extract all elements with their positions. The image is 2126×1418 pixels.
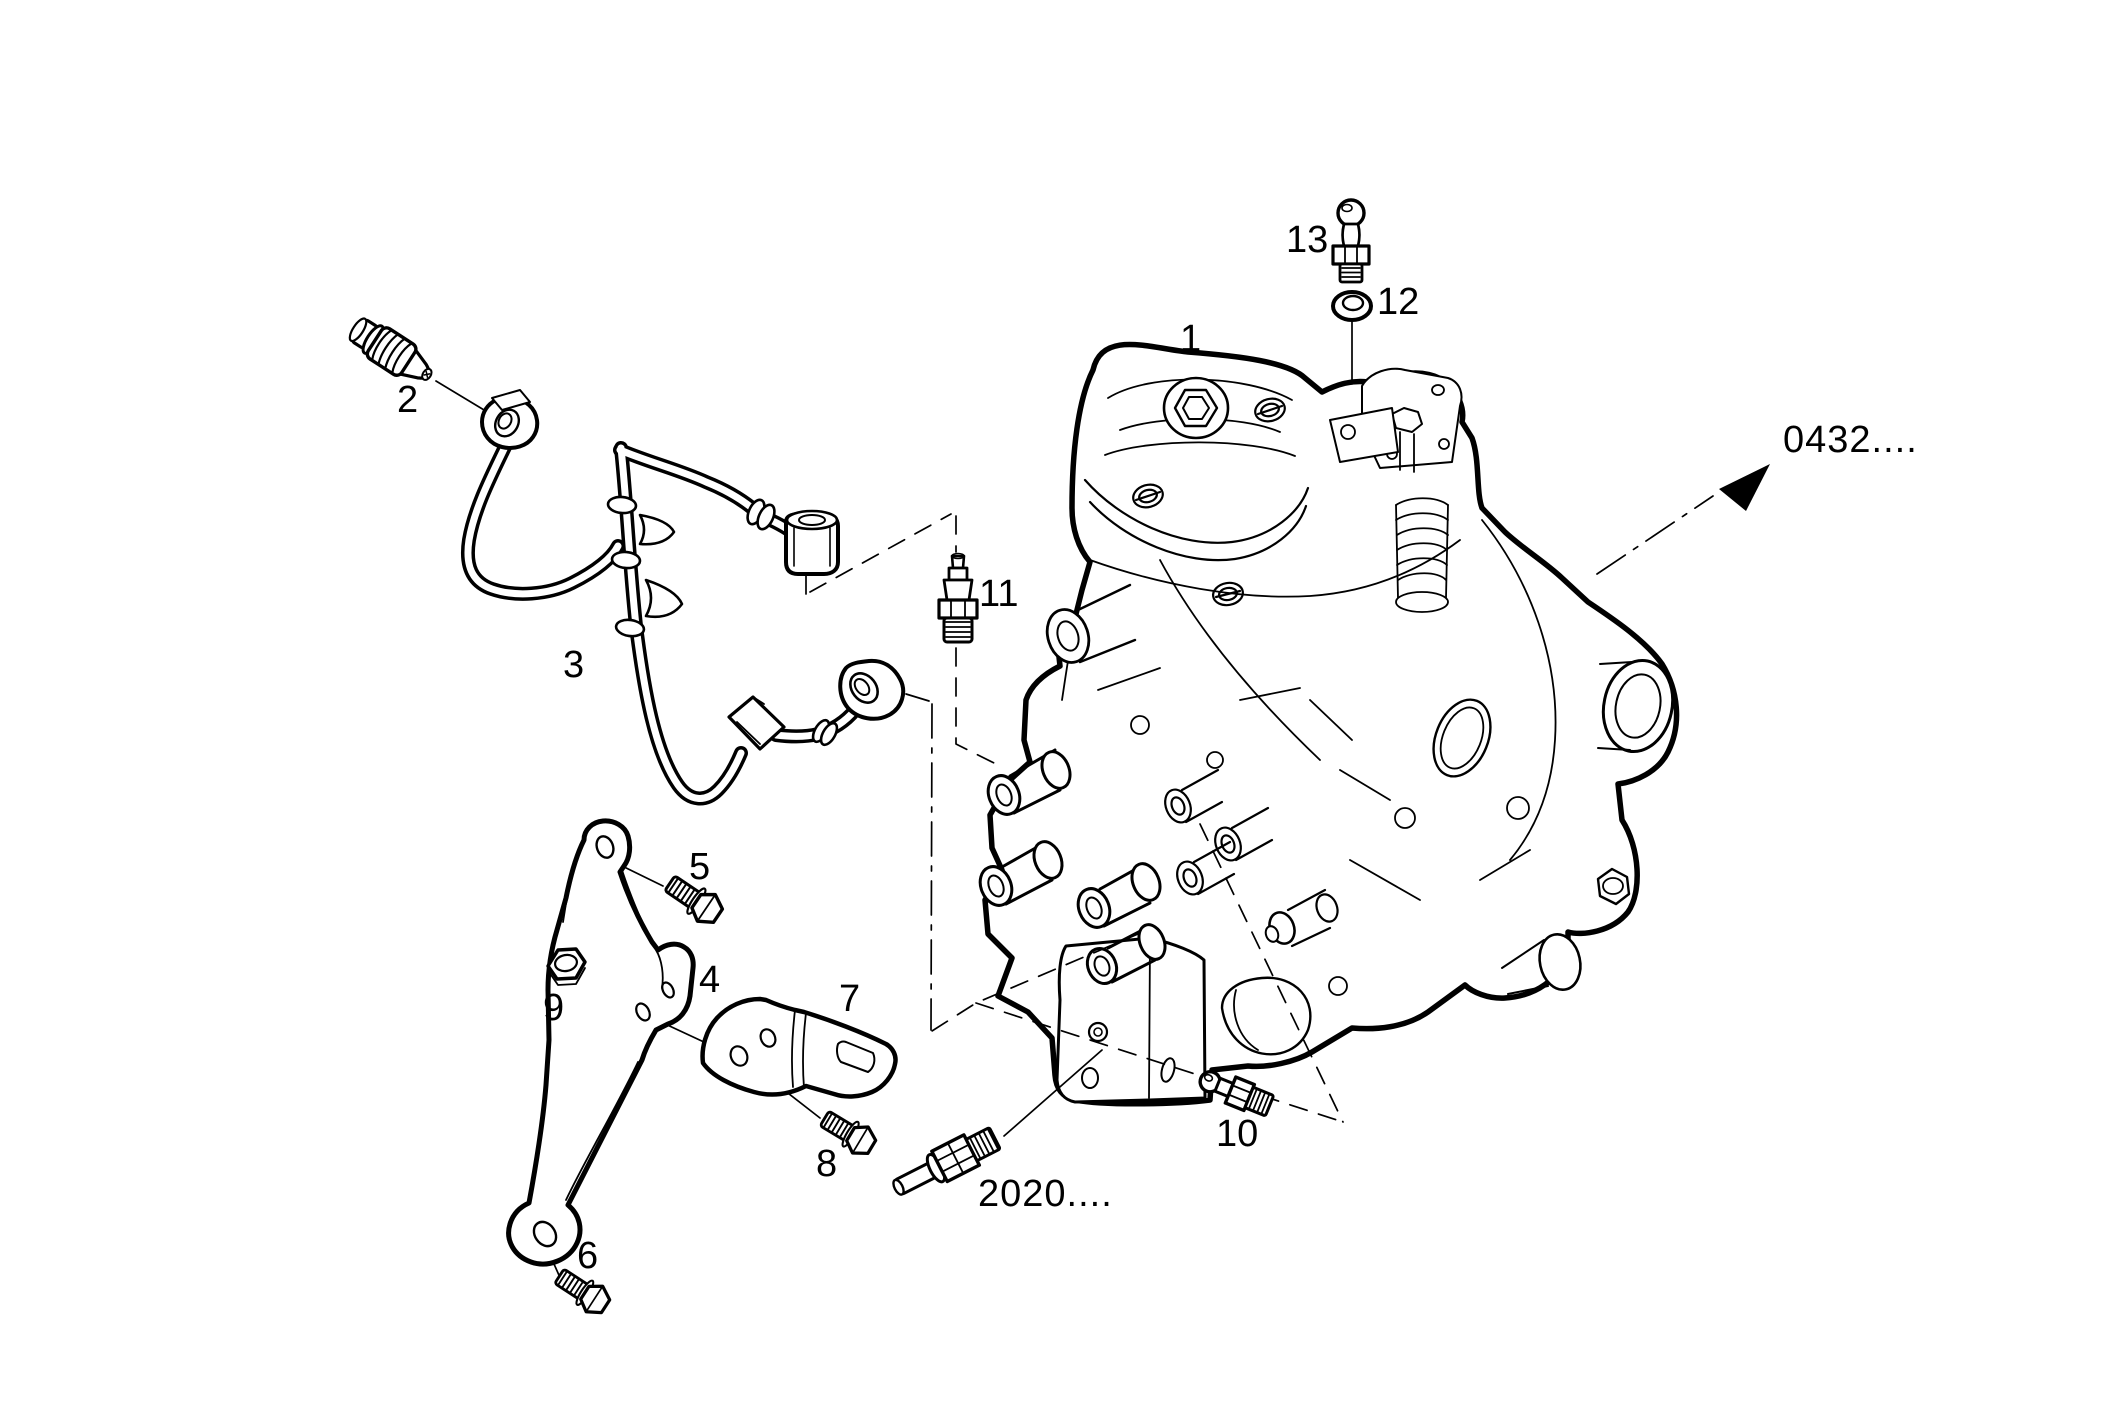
fuel-pipe-assembly-drawing <box>460 389 906 806</box>
union-fitting-drawing <box>348 317 433 381</box>
hex-nut-drawing <box>546 947 587 986</box>
injection-pump-drawing <box>978 341 1680 1107</box>
callout-5[interactable]: 5 <box>689 846 711 888</box>
support-bracket-drawing <box>506 818 696 1267</box>
bolt-5-drawing <box>664 875 725 925</box>
overflow-fitting-drawing <box>1331 198 1371 284</box>
callout-9[interactable]: 9 <box>543 987 565 1029</box>
direction-arrow-icon <box>1719 464 1770 511</box>
delivery-valve-drawing <box>1198 1070 1275 1117</box>
temperature-sensor-drawing <box>892 1126 1002 1196</box>
callout-8[interactable]: 8 <box>816 1143 838 1185</box>
callout-12[interactable]: 12 <box>1377 281 1420 323</box>
callout-6[interactable]: 6 <box>577 1235 599 1277</box>
bolt-8-drawing <box>819 1110 878 1156</box>
angle-bracket-drawing <box>700 996 898 1099</box>
callout-10[interactable]: 10 <box>1216 1113 1259 1155</box>
callout-7[interactable]: 7 <box>839 978 861 1020</box>
callout-4[interactable]: 4 <box>699 959 721 1001</box>
reference-code-2020[interactable]: 2020.... <box>978 1173 1113 1215</box>
callout-3[interactable]: 3 <box>563 644 585 686</box>
callout-2[interactable]: 2 <box>397 379 419 421</box>
bolt-6-drawing <box>554 1268 612 1315</box>
reference-code-0432[interactable]: 0432.... <box>1783 419 1918 461</box>
callout-13[interactable]: 13 <box>1286 219 1329 261</box>
callout-11[interactable]: 11 <box>979 573 1019 615</box>
bleed-fitting-drawing <box>937 552 979 644</box>
leader-dashed-lines <box>809 495 1714 1123</box>
callout-1[interactable]: 1 <box>1180 318 1202 360</box>
seal-washer-drawing <box>1331 290 1373 322</box>
